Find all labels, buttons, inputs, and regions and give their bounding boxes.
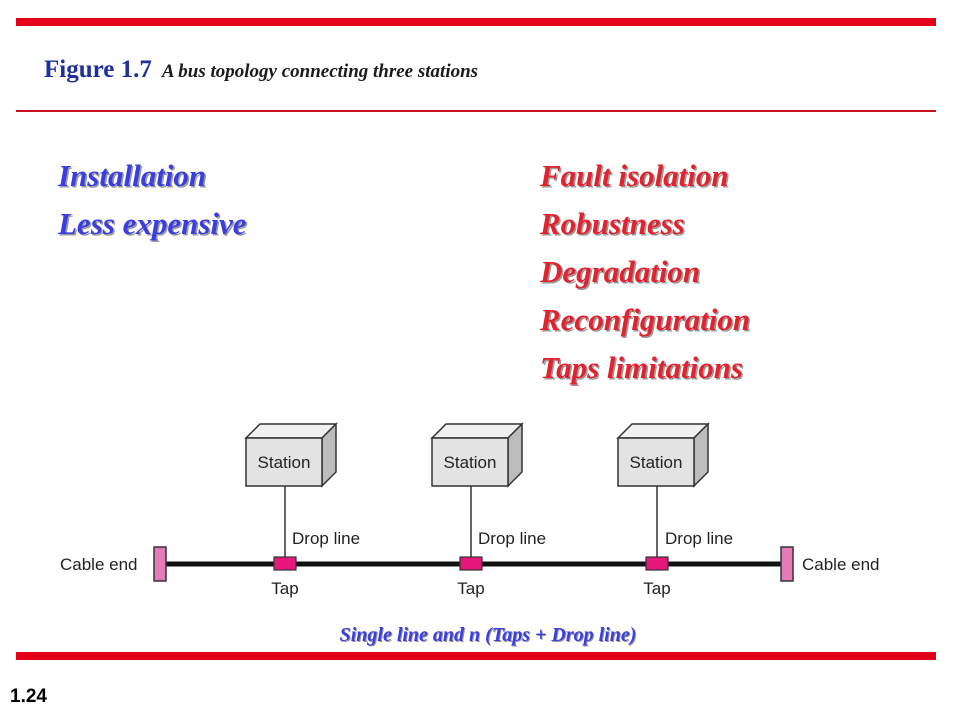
figure-number: Figure 1.7 bbox=[44, 56, 152, 83]
disadvantage-item: Robustness bbox=[540, 206, 685, 241]
station-label: Station bbox=[258, 453, 311, 472]
tap bbox=[273, 556, 297, 571]
summary-caption: Single line and n (Taps + Drop line) bbox=[339, 624, 637, 646]
figure-caption: A bus topology connecting three stations bbox=[161, 61, 479, 82]
station-box-front bbox=[617, 437, 695, 487]
station-node-2: Station Drop line Tap bbox=[430, 422, 546, 598]
station-box-top bbox=[430, 423, 524, 439]
advantage-item: Less expensive bbox=[58, 206, 247, 241]
tap-label: Tap bbox=[457, 579, 484, 598]
station-label: Station bbox=[444, 453, 497, 472]
disadvantage-item: Taps limitations bbox=[540, 350, 743, 385]
station-box-front bbox=[245, 437, 323, 487]
title-rule bbox=[16, 110, 936, 112]
station-box-front bbox=[431, 437, 509, 487]
station-label: Station bbox=[630, 453, 683, 472]
cable-end-right-label: Cable end bbox=[802, 555, 880, 574]
tap bbox=[645, 556, 669, 571]
cable-end-right bbox=[780, 546, 794, 582]
disadvantage-item: Degradation bbox=[540, 254, 701, 289]
cable-end-left bbox=[153, 546, 167, 582]
drop-line-label: Drop line bbox=[292, 529, 360, 548]
station-box-top bbox=[244, 423, 338, 439]
disadvantage-item: Reconfiguration bbox=[540, 302, 751, 337]
station-box-top bbox=[616, 423, 710, 439]
figure-title: Figure 1.7 A bus topology connecting thre… bbox=[44, 56, 478, 84]
cable-end-left-label: Cable end bbox=[60, 555, 138, 574]
station-node-3: Station Drop line Tap bbox=[616, 422, 733, 598]
drop-line-label: Drop line bbox=[665, 529, 733, 548]
top-red-bar bbox=[16, 18, 936, 26]
station-node-1: Station Drop line Tap bbox=[244, 422, 360, 598]
drop-line-label: Drop line bbox=[478, 529, 546, 548]
bottom-red-bar bbox=[16, 652, 936, 660]
advantages-list: Installation Less expensive bbox=[58, 152, 247, 248]
slide-number: 1.24 bbox=[10, 686, 47, 707]
disadvantage-item: Fault isolation bbox=[540, 158, 729, 193]
bus-topology-diagram: Cable end Cable end Station Drop line Ta… bbox=[60, 422, 880, 598]
tap bbox=[459, 556, 483, 571]
advantage-item: Installation bbox=[58, 158, 207, 193]
disadvantages-list: Fault isolation Robustness Degradation R… bbox=[540, 152, 750, 392]
tap-label: Tap bbox=[271, 579, 298, 598]
tap-label: Tap bbox=[643, 579, 670, 598]
